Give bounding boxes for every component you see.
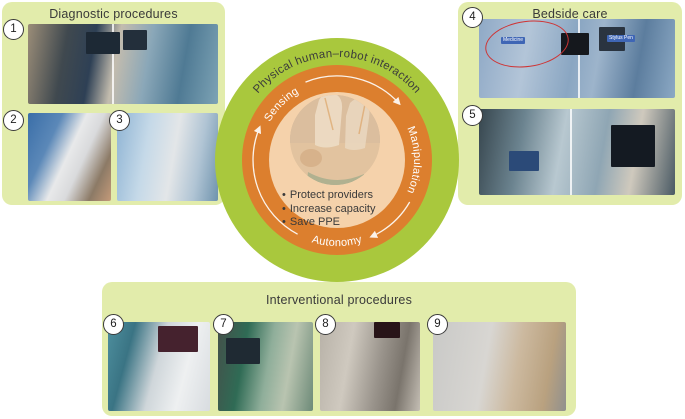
photo-shape [300,149,322,167]
bullet-char: • [282,189,286,201]
photo-seam [112,24,114,104]
robot-screen-shape [611,125,655,167]
goal-item: •Save PPE [282,216,375,230]
photo-8-badge: 8 [315,314,336,335]
photo-6-surgery-console [108,322,210,411]
photo-9-swab-closeup [433,322,566,411]
panel-bedside: Bedside care Medicine Stylus Pen 4 5 [458,2,682,205]
photo-shape [290,95,380,185]
stylus-pen-label: Stylus Pen [607,35,635,42]
photo-8-airway-robot [320,322,420,411]
goal-item: •Protect providers [282,189,375,203]
medicine-label: Medicine [501,37,526,44]
annotation-ellipse [482,19,572,73]
tablet-shape [509,151,539,171]
arrow-autonomy-to-sensing [252,125,298,235]
photo-7-badge: 7 [213,314,234,335]
photo-2-dual-robot-arms [28,113,111,201]
photo-3-badge: 3 [109,110,130,131]
goal-list: •Protect providers •Increase capacity •S… [282,189,375,230]
photo-9-badge: 9 [427,314,448,335]
photo-shape [358,103,366,135]
monitor-shape [226,338,260,364]
photo-1-remote-ultrasound [28,24,218,104]
goal-item: •Increase capacity [282,203,375,217]
hri-ring-svg: Physical human–robot interaction Sensing… [215,38,459,282]
photo-4-medicine-delivery: Medicine Stylus Pen [479,19,675,98]
goal-text: Increase capacity [289,202,376,215]
bullet-char: • [282,216,286,228]
photo-5-telepresence-robot [479,109,675,195]
goal-text: Protect providers [289,189,374,201]
photo-5-badge: 5 [462,105,483,126]
autonomy-label: Autonomy [311,233,364,249]
monitor-shape [123,30,147,50]
panel-title-diagnostic: Diagnostic procedures [49,7,178,21]
monitor-shape [86,32,120,54]
photo-4-badge: 4 [462,7,483,28]
arrow-manipulation-to-autonomy [369,201,411,238]
panel-title-interventional: Interventional procedures [265,293,413,307]
photo-seam [570,109,572,195]
panel-diagnostic: Diagnostic procedures 1 2 3 [2,2,225,205]
manipulation-label: Manipulation [404,125,423,196]
hri-ring-diagram: Physical human–robot interaction Sensing… [215,38,459,282]
goal-text: Save PPE [289,216,340,228]
panel-interventional: Interventional procedures 6 7 8 9 [102,282,576,416]
photo-shape [306,172,364,185]
photo-6-badge: 6 [103,314,124,335]
photo-shape [315,95,343,148]
monitor-shape [158,326,198,352]
photo-shape [324,97,334,131]
bullet-char: • [282,202,286,215]
photo-7-or-robot-arm [218,322,313,411]
panel-title-bedside: Bedside care [532,7,608,21]
photo-seam [578,19,580,98]
monitor-shape [374,322,400,338]
arrow-sensing-to-manipulation [305,75,401,106]
monitor-shape [561,33,589,55]
photo-2-badge: 2 [3,110,24,131]
photo-3-swab-machine [117,113,218,201]
photo-1-badge: 1 [3,19,24,40]
